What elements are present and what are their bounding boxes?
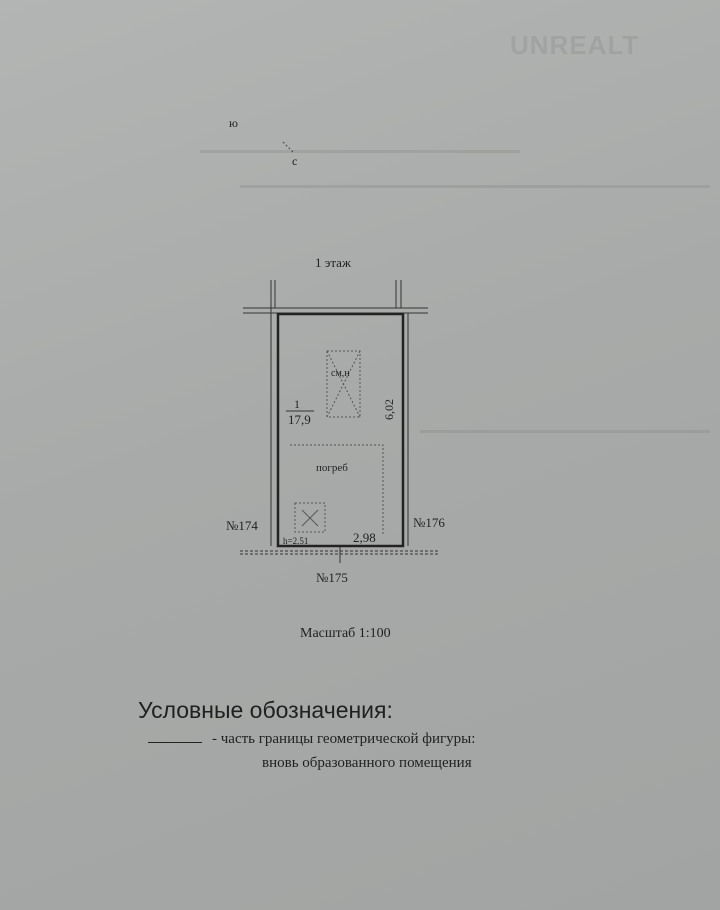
floor-label: 1 этаж — [315, 255, 352, 270]
room-area: 17,9 — [288, 412, 311, 427]
legend-line-sample — [148, 742, 202, 743]
neighbor-right: №176 — [413, 515, 445, 530]
neighbor-left: №174 — [226, 518, 258, 533]
fixture-box — [326, 350, 361, 418]
height-label: h=2.51 — [283, 536, 308, 546]
cellar-label: погреб — [316, 462, 348, 474]
legend-title: Условные обозначения: — [138, 697, 393, 723]
bleed-through-line — [200, 150, 520, 153]
hatch-cross-icon — [301, 509, 319, 527]
scale-label: Масштаб 1:100 — [300, 626, 391, 641]
cellar-outline — [290, 444, 384, 535]
legend-line2: вновь образованного помещения — [262, 755, 472, 771]
fixture-cross-icon — [326, 350, 361, 418]
room-outline — [276, 312, 405, 548]
compass-arrow-icon — [282, 141, 294, 153]
neighbor-bottom: №175 — [316, 570, 348, 585]
bleed-through-line — [420, 430, 710, 433]
width-dimension: 2,98 — [353, 530, 376, 545]
bleed-through-line — [240, 185, 710, 188]
hatch-box — [294, 502, 326, 533]
room-number: 1 — [294, 397, 300, 411]
fixture-label: см,н — [331, 368, 350, 379]
watermark: UNREALT — [510, 30, 640, 60]
compass-south-label: с — [292, 154, 297, 168]
legend-line1: - часть границы геометрической фигуры: — [212, 731, 476, 747]
length-dimension: 6,02 — [382, 399, 396, 420]
axis-lines — [240, 280, 440, 563]
compass-north-label: ю — [229, 116, 238, 130]
